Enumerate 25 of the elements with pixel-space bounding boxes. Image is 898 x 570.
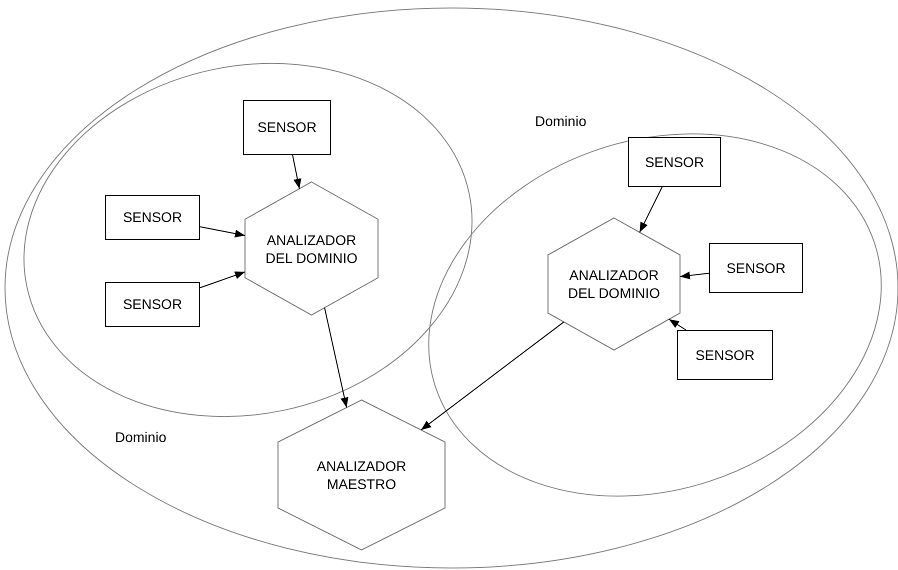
arrow	[324, 307, 348, 408]
arrow	[680, 271, 710, 280]
domain-label: Dominio	[115, 428, 166, 446]
sensor-label: SENSOR	[726, 258, 786, 278]
domain-label: Dominio	[535, 112, 586, 130]
sensor-box	[677, 330, 773, 380]
arrow	[292, 154, 302, 190]
sensor-label: SENSOR	[122, 208, 182, 227]
analyzer-label: ANALIZADOR DEL DOMINIO	[264, 230, 359, 267]
sensor-label: SENSOR	[695, 346, 755, 364]
analyzer-label: ANALIZADOR DEL DOMINIO	[566, 266, 662, 302]
arrow	[200, 226, 246, 238]
arrow	[200, 271, 246, 288]
sensor-label: SENSOR	[644, 152, 704, 172]
analyzer-label: ANALIZADOR MAESTRO	[316, 456, 408, 494]
arrow	[420, 321, 564, 430]
sensor-box	[105, 195, 200, 240]
sensor-box	[105, 282, 200, 327]
sensor-label: SENSOR	[257, 118, 317, 137]
arrow	[639, 186, 663, 233]
sensor-box	[243, 100, 331, 155]
sensor-box	[628, 137, 721, 187]
sensor-box	[709, 243, 803, 293]
sensor-label: SENSOR	[122, 295, 182, 314]
arrow	[668, 318, 686, 330]
